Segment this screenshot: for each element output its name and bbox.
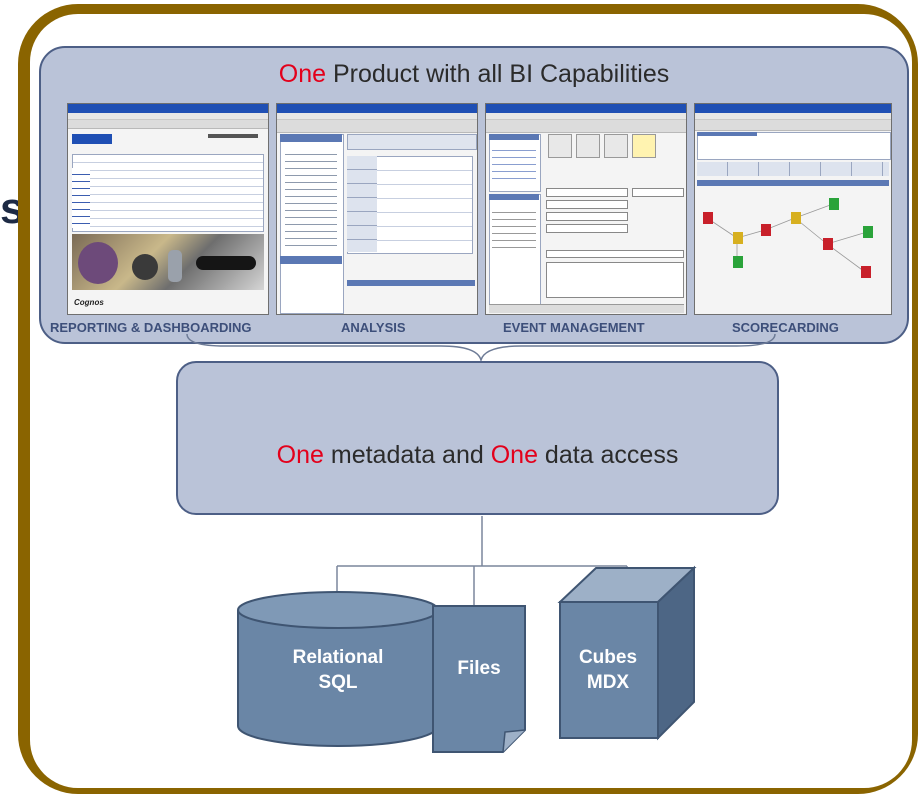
files-document-shape [432, 605, 526, 753]
relational-label-line2: SQL [318, 672, 358, 693]
reporting-screenshot: Cognos [67, 103, 269, 315]
metadata-mid-text: metadata and [323, 441, 491, 469]
files-label: Files [457, 658, 501, 679]
metadata-panel [176, 361, 779, 515]
relational-label: Relational SQL [236, 645, 440, 695]
strategy-map-graphic [703, 198, 873, 278]
product-title: One Product with all BI Capabilities [0, 60, 920, 89]
relational-label-line1: Relational [292, 647, 384, 668]
metadata-rest-text: data access [537, 441, 679, 469]
metadata-text: One metadata and One data access [176, 441, 779, 470]
metadata-emphasis-1: One [276, 441, 324, 469]
caption-reporting: REPORTING & DASHBOARDING [50, 320, 252, 335]
curly-brace [186, 333, 776, 363]
caption-event-management: EVENT MANAGEMENT [503, 320, 645, 335]
caption-scorecarding: SCORECARDING [732, 320, 839, 335]
analysis-screenshot [276, 103, 478, 315]
relational-database-cylinder [237, 591, 439, 747]
title-rest: Product with all BI Capabilities [326, 60, 670, 88]
edge-letter: s [0, 184, 18, 233]
event-management-screenshot [485, 103, 687, 315]
metadata-emphasis-2: One [490, 441, 538, 469]
scorecarding-screenshot [694, 103, 892, 315]
cubes-label: Cubes MDX [560, 645, 656, 695]
caption-analysis: ANALYSIS [341, 320, 406, 335]
cubes-olap-cube [557, 565, 697, 741]
cubes-label-line2: MDX [586, 672, 630, 693]
title-emphasis: One [278, 60, 327, 88]
cubes-label-line1: Cubes [578, 647, 638, 668]
